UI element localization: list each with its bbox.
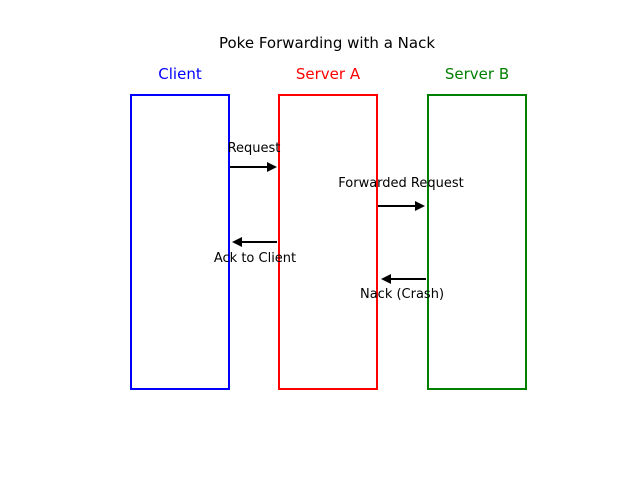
lifeline-box-server-a xyxy=(278,94,378,390)
message-label-ack-to-client: Ack to Client xyxy=(213,251,297,266)
lifeline-box-client xyxy=(130,94,230,390)
actor-label-server-a: Server A xyxy=(295,65,361,83)
message-label-forwarded-request: Forwarded Request xyxy=(338,176,464,191)
arrowhead-left-icon xyxy=(381,274,391,284)
arrowhead-right-icon xyxy=(267,162,277,172)
arrow-shaft xyxy=(378,205,417,207)
arrow-shaft xyxy=(389,278,426,280)
actor-label-server-b: Server B xyxy=(444,65,510,83)
actor-label-client: Client xyxy=(158,65,202,83)
arrow-shaft xyxy=(230,166,269,168)
lifeline-box-server-b xyxy=(427,94,527,390)
message-label-request: Request xyxy=(227,141,281,156)
diagram-title: Poke Forwarding with a Nack xyxy=(218,34,436,52)
arrowhead-left-icon xyxy=(232,237,242,247)
arrow-shaft xyxy=(240,241,277,243)
arrowhead-right-icon xyxy=(415,201,425,211)
message-label-nack-crash: Nack (Crash) xyxy=(359,287,445,302)
